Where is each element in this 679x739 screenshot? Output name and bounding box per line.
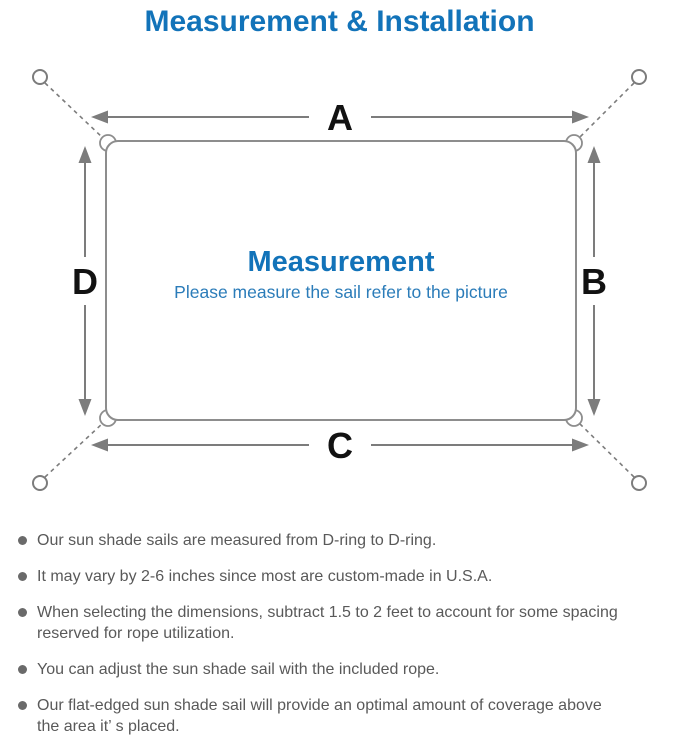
arrow-d-down-head-icon <box>78 399 92 416</box>
dimension-arrow-b <box>587 146 601 416</box>
attachment-rope-lines <box>44 82 635 478</box>
arrow-b-up-head-icon <box>587 146 601 163</box>
dimension-arrow-a <box>91 110 589 124</box>
anchor-ring-bottom-right-icon <box>631 475 647 491</box>
arrow-c-left-head-icon <box>91 438 108 452</box>
arrow-d-up-head-icon <box>78 146 92 163</box>
note-text: Our flat-edged sun shade sail will provi… <box>37 697 602 735</box>
center-heading: Measurement <box>248 246 435 278</box>
note-text: Our sun shade sails are measured from D-… <box>37 532 437 549</box>
note-item: It may vary by 2-6 inches since most are… <box>18 566 669 587</box>
bullet-icon <box>18 701 27 710</box>
page-title: Measurement & Installation <box>144 5 535 38</box>
arrow-c-right-head-icon <box>572 438 589 452</box>
notes-list: Our sun shade sails are measured from D-… <box>18 530 669 737</box>
dimension-label-c: C <box>327 425 353 466</box>
bullet-icon <box>18 665 27 674</box>
rope-line-top-left <box>44 82 104 139</box>
note-item: You can adjust the sun shade sail with t… <box>18 659 669 680</box>
dimension-label-d: D <box>72 261 98 302</box>
rope-line-bottom-left <box>44 422 104 478</box>
note-text: It may vary by 2-6 inches since most are… <box>37 568 493 585</box>
dimension-arrow-d <box>78 146 92 416</box>
rope-line-bottom-right <box>578 422 635 478</box>
note-item: Our flat-edged sun shade sail will provi… <box>18 695 669 737</box>
anchor-rings <box>32 69 647 491</box>
rope-line-top-right <box>578 82 635 139</box>
dimension-label-a: A <box>327 97 353 138</box>
arrow-a-left-head-icon <box>91 110 108 124</box>
note-item: Our sun shade sails are measured from D-… <box>18 530 669 551</box>
dimension-arrow-c <box>91 438 589 452</box>
note-text: You can adjust the sun shade sail with t… <box>37 661 440 678</box>
arrow-b-down-head-icon <box>587 399 601 416</box>
center-subheading: Please measure the sail refer to the pic… <box>174 282 508 302</box>
measurement-diagram: A C D B <box>0 55 679 515</box>
anchor-ring-top-right-icon <box>631 69 647 85</box>
bullet-icon <box>18 608 27 617</box>
note-item: When selecting the dimensions, subtract … <box>18 602 669 644</box>
bullet-icon <box>18 572 27 581</box>
note-text: When selecting the dimensions, subtract … <box>37 604 618 642</box>
sail-rectangle <box>105 140 577 421</box>
arrow-a-right-head-icon <box>572 110 589 124</box>
sail-diagram-canvas: A C D B <box>32 69 647 491</box>
anchor-ring-bottom-left-icon <box>32 475 48 491</box>
dimension-label-b: B <box>581 261 607 302</box>
anchor-ring-top-left-icon <box>32 69 48 85</box>
bullet-icon <box>18 536 27 545</box>
